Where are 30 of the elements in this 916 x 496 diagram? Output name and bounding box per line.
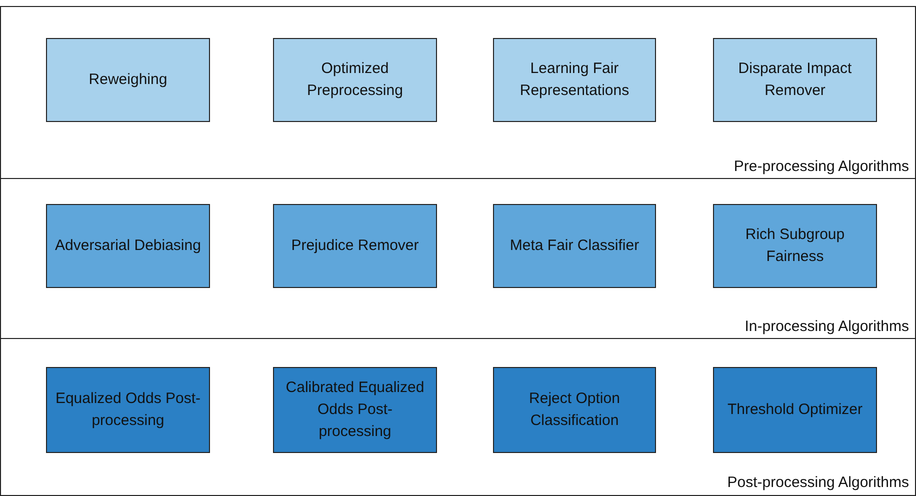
algorithm-label: Disparate Impact Remover <box>737 59 853 101</box>
algorithm-label: Optimized Preprocessing <box>306 59 404 101</box>
algorithm-label: Equalized Odds Post-processing <box>54 389 202 431</box>
algorithm-box <box>273 204 437 288</box>
category-panel <box>0 338 916 496</box>
algorithm-label: Calibrated Equalized Odds Post-processing <box>284 378 426 442</box>
panel-heading: Post-processing Algorithms <box>727 474 909 491</box>
algorithm-box <box>493 38 656 122</box>
algorithm-box <box>493 204 656 288</box>
algorithm-box <box>713 367 877 453</box>
algorithm-box <box>46 38 210 122</box>
algorithm-label: Meta Fair Classifier <box>508 236 640 256</box>
algorithm-box <box>713 38 877 122</box>
panel-heading: Pre-processing Algorithms <box>734 158 909 175</box>
algorithm-label: Threshold Optimizer <box>726 400 864 420</box>
panel-heading: In-processing Algorithms <box>744 318 909 335</box>
algorithm-label: Adversarial Debiasing <box>54 236 202 256</box>
algorithm-label: Reweighing <box>88 70 168 90</box>
algorithm-box <box>46 367 210 453</box>
algorithm-label: Rich Subgroup Fairness <box>744 225 846 267</box>
algorithm-label: Learning Fair Representations <box>518 59 630 101</box>
algorithm-label: Reject Option Classification <box>528 389 621 431</box>
algorithm-box <box>713 204 877 288</box>
algorithm-box <box>273 367 437 453</box>
algorithm-box <box>273 38 437 122</box>
category-panel <box>0 178 916 340</box>
category-panel <box>0 6 916 180</box>
algorithm-label: Prejudice Remover <box>290 236 420 256</box>
algorithm-box <box>493 367 656 453</box>
algorithm-box <box>46 204 210 288</box>
